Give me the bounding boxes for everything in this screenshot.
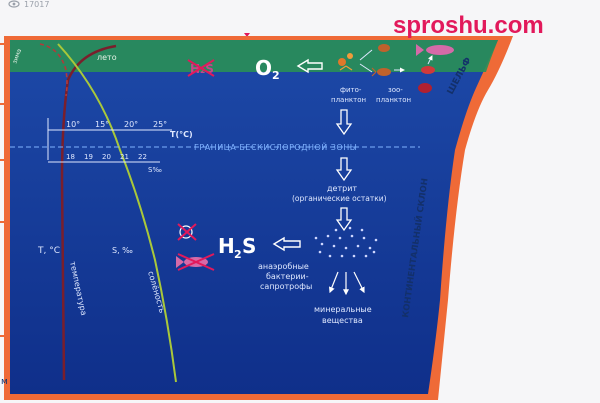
temp-tick: 20° xyxy=(124,120,138,129)
svg-text:2: 2 xyxy=(272,69,280,82)
fish-icon xyxy=(416,44,454,56)
plankton-food-web xyxy=(338,44,454,93)
temp-tick: 25° xyxy=(153,120,167,129)
top-bar: 17017 xyxy=(0,0,600,37)
sal-scale-unit: S‰ xyxy=(148,166,162,174)
svg-text:2: 2 xyxy=(234,248,242,261)
sal-tick: 21 xyxy=(120,153,129,161)
summer-label: лето xyxy=(97,53,117,62)
bacteria-dots-icon xyxy=(314,226,378,258)
arrow-down-icon xyxy=(335,157,353,182)
sal-tick: 18 xyxy=(66,153,75,161)
arrow-left-icon xyxy=(296,58,323,74)
arrow-down-icon xyxy=(335,207,353,232)
depth-ticks xyxy=(0,43,6,337)
winter-label: зима xyxy=(11,48,23,65)
mineral-arrows xyxy=(328,271,365,296)
salinity-curve xyxy=(57,43,177,383)
temp-tick: 10° xyxy=(66,120,80,129)
phytoplankton-icon xyxy=(338,58,346,66)
minerals-label-2: вещества xyxy=(322,316,363,325)
temp-scale-unit: T(°C) xyxy=(170,130,193,139)
svg-text:S: S xyxy=(242,234,256,258)
h2s-formula: H 2 S xyxy=(218,234,256,261)
temp-axis-label: T, °C xyxy=(37,246,60,256)
minerals-label-1: минеральные xyxy=(314,305,372,314)
temperature-scale: 10° 15° 20° 25° T(°C) xyxy=(47,118,193,160)
bacteria-label-1: анаэробные xyxy=(258,262,309,271)
temp-tick: 15° xyxy=(95,120,109,129)
bacteria-label-2: бактерии- xyxy=(266,272,309,281)
watermark: sproshu.com xyxy=(393,12,544,39)
phyto-label-1: фито- xyxy=(340,86,362,94)
zooplankton-icon xyxy=(378,44,390,52)
chevron-down-icon xyxy=(244,33,250,37)
crossed-o2-icon xyxy=(177,223,197,241)
sal-tick: 22 xyxy=(138,153,147,161)
detritus-label-2: (органические остатки) xyxy=(292,194,387,203)
svg-text:H: H xyxy=(218,234,235,258)
depth-unit: м xyxy=(1,377,8,387)
crossed-fish-icon xyxy=(176,253,215,271)
sal-axis-label: S, ‰ xyxy=(112,246,133,255)
detritus-label-1: детрит xyxy=(327,184,357,193)
shelf-water xyxy=(10,40,498,72)
sal-tick: 20 xyxy=(102,153,111,161)
anoxic-boundary-label: ГРАНИЦА БЕСКИСЛОРОДНОЙ ЗОНЫ xyxy=(194,141,357,152)
arrow-down-icon xyxy=(335,109,353,136)
sal-tick: 19 xyxy=(84,153,93,161)
view-count: 17017 xyxy=(24,0,49,9)
crossed-h2s-icon: H₂S xyxy=(187,59,215,77)
salinity-scale: 18 19 20 21 22 S‰ xyxy=(48,153,162,174)
phyto-label-2: планктон xyxy=(331,96,366,104)
svg-text:O: O xyxy=(255,56,272,80)
winter-curve xyxy=(39,43,68,97)
zoo-label-1: зоо- xyxy=(388,86,403,94)
arrow-left-icon xyxy=(272,236,301,252)
sea-water xyxy=(10,40,498,394)
bacteria-label-3: сапротрофы xyxy=(260,282,312,291)
eye-icon xyxy=(8,0,20,8)
o2-formula: O 2 xyxy=(255,56,280,82)
zoo-label-2: планктон xyxy=(376,96,411,104)
